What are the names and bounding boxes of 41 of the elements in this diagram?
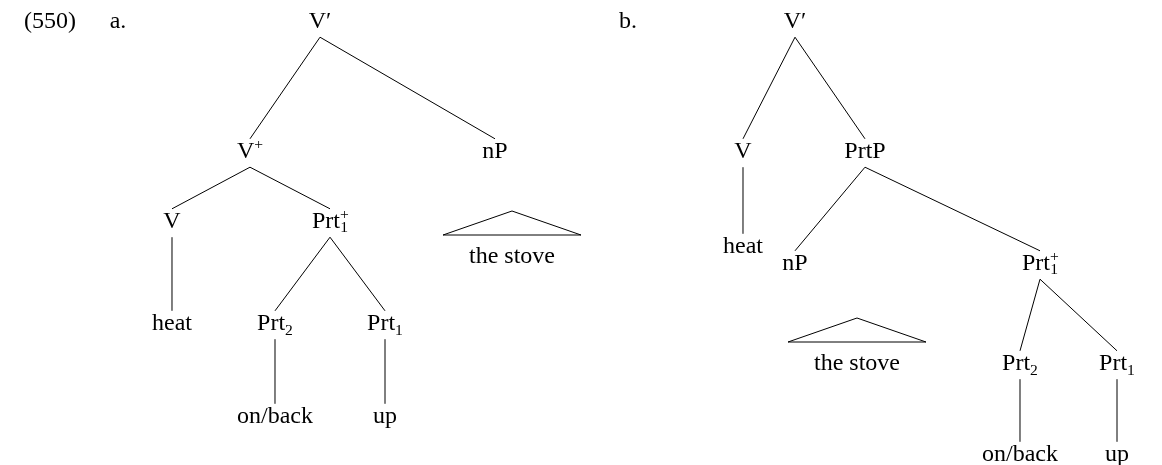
tree-branch (171, 236, 173, 312)
tree-node-label: Prt$_{1}$ (1099, 348, 1135, 376)
tree-node-label: V′ (783, 6, 807, 34)
tree-node-label: Prt$_{2}$ (1002, 348, 1038, 376)
tree-branch (274, 338, 276, 405)
tree-node-label: Prt$_{2}$ (257, 308, 293, 336)
tree-node-label: heat (723, 231, 763, 259)
tree-node-label: V (734, 136, 752, 164)
tree-branch (864, 166, 1041, 252)
tree-node-label: PrtP (844, 136, 886, 164)
tree-branch (742, 36, 796, 140)
tree-branch (1019, 278, 1041, 352)
tree-node-label: up (1105, 439, 1129, 465)
tree-branch (1039, 278, 1118, 352)
tree-branch (329, 236, 386, 312)
tree-node-label: up (373, 401, 397, 429)
tree-node-label: Prt$_{1}$ (367, 308, 403, 336)
example-label: a. (109, 6, 127, 34)
tree-branch (794, 36, 866, 140)
tree-branch (171, 166, 251, 210)
node-label: the stove (469, 242, 555, 269)
tree-branch (794, 166, 866, 252)
node-label: the stove (814, 349, 900, 376)
tree-node-label: nP (482, 136, 508, 164)
tree-node-label: heat (152, 308, 192, 336)
tree-branch (249, 166, 331, 210)
tree-node-label: V′ (308, 6, 332, 34)
tree-branch (742, 166, 744, 235)
tree-node-label: nP (782, 248, 808, 276)
tree-node-label: on/back (982, 439, 1058, 465)
tree-branch (1116, 378, 1118, 443)
tree-node-label: V (163, 206, 181, 234)
tree-node-label: V$^{+}$ (236, 136, 264, 164)
tree-branch (319, 36, 496, 140)
tree-node-label: on/back (237, 401, 313, 429)
tree-branch (249, 36, 321, 140)
example-label: b. (619, 6, 637, 34)
tree-branch (384, 338, 386, 405)
tree-branch (1019, 378, 1021, 443)
tree-branch (274, 236, 331, 312)
example-label: (550) (24, 6, 76, 34)
